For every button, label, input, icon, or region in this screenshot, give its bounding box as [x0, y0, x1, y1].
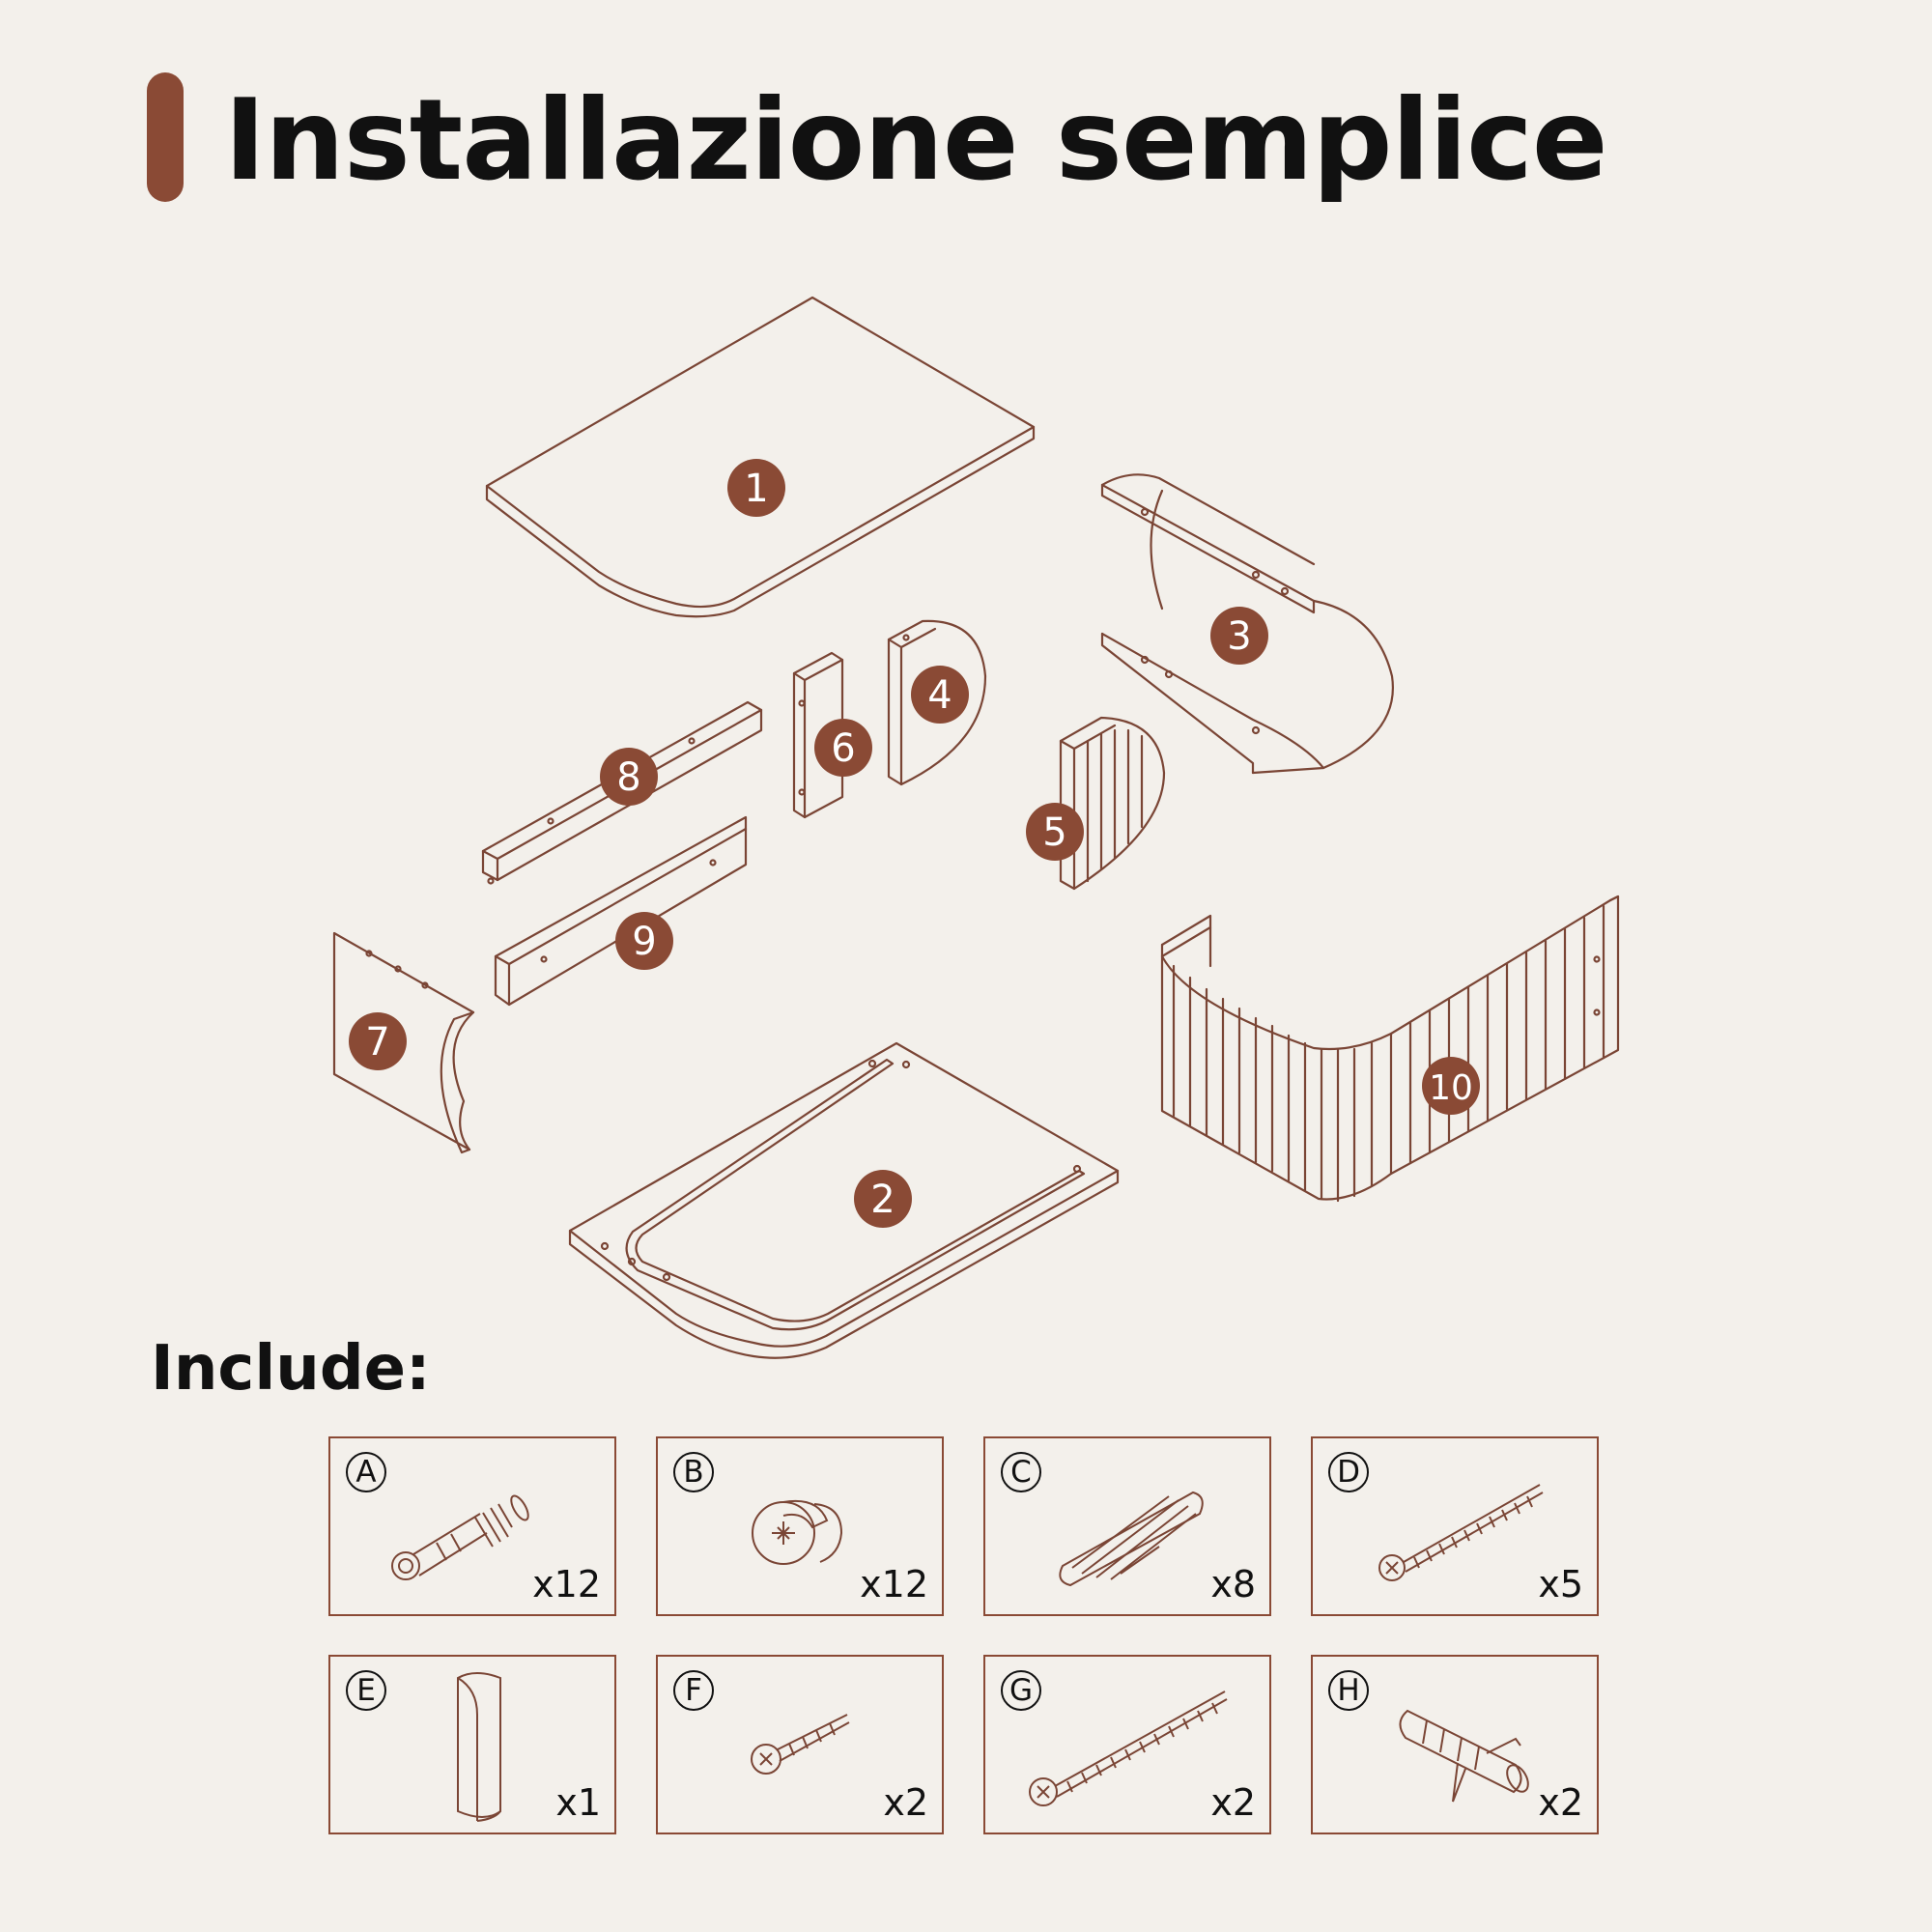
hardware-letter: C: [1001, 1452, 1041, 1492]
hardware-quantity: x2: [1210, 1781, 1256, 1824]
part-badge-8: 8: [600, 748, 658, 806]
part-2-bottom-panel: [568, 1041, 1120, 1359]
part-badge-4: 4: [911, 666, 969, 724]
part-5-fluted-half-round: [1059, 716, 1166, 891]
hardware-quantity: x5: [1538, 1563, 1583, 1605]
part-7-side-panel: [332, 931, 475, 1154]
hardware-quantity: x12: [532, 1563, 601, 1605]
part-6-post: [792, 651, 844, 819]
hardware-letter: E: [346, 1670, 386, 1711]
screw-icon: [1378, 1484, 1544, 1581]
hardware-item-b: B x12: [656, 1436, 944, 1616]
svg-text:5: 5: [1042, 810, 1066, 855]
hardware-quantity: x8: [1210, 1563, 1256, 1605]
svg-text:9: 9: [632, 920, 656, 964]
svg-text:2: 2: [870, 1178, 895, 1222]
hardware-quantity: x2: [1538, 1781, 1583, 1824]
part-9-rail: [494, 815, 748, 1007]
long-screw-icon: [1029, 1690, 1228, 1806]
part-badge-2: 2: [854, 1170, 912, 1228]
hardware-item-f: F x2: [656, 1655, 944, 1834]
svg-text:3: 3: [1227, 614, 1251, 659]
hardware-letter: H: [1328, 1670, 1369, 1711]
hardware-item-d: D x5: [1311, 1436, 1599, 1616]
svg-text:6: 6: [831, 726, 855, 771]
hardware-heading: Include:: [151, 1333, 431, 1405]
hardware-item-e: E x1: [328, 1655, 616, 1834]
wood-dowel-icon: [1059, 1491, 1204, 1587]
part-1-top-panel: [485, 296, 1036, 618]
hardware-letter: A: [346, 1452, 386, 1492]
hardware-quantity: x12: [860, 1563, 928, 1605]
short-screw-icon: [751, 1714, 850, 1775]
svg-text:4: 4: [927, 673, 952, 718]
svg-text:10: 10: [1429, 1068, 1473, 1108]
part-3-curved-panel: [1100, 473, 1394, 775]
wall-anchor-icon: [1399, 1709, 1529, 1803]
svg-text:8: 8: [616, 755, 640, 800]
hardware-item-h: H x2: [1311, 1655, 1599, 1834]
title-accent-bar: [147, 72, 184, 202]
cam-lock-icon: [752, 1499, 843, 1565]
part-badge-10: 10: [1422, 1057, 1480, 1115]
hardware-letter: B: [673, 1452, 714, 1492]
part-badge-7: 7: [349, 1012, 407, 1070]
hardware-letter: D: [1328, 1452, 1369, 1492]
part-badge-6: 6: [814, 719, 872, 777]
page-title: Installazione semplice: [224, 75, 1608, 206]
part-10-fluted-front: [1160, 895, 1620, 1203]
hardware-quantity: x2: [883, 1781, 928, 1824]
part-badge-3: 3: [1210, 607, 1268, 665]
part-4-half-round: [887, 619, 987, 786]
part-badge-5: 5: [1026, 803, 1084, 861]
part-badge-9: 9: [615, 912, 673, 970]
hardware-item-c: C x8: [983, 1436, 1271, 1616]
cam-bolt-icon: [391, 1494, 529, 1580]
part-badge-1: 1: [727, 459, 785, 517]
part-8-rail: [481, 700, 763, 885]
hardware-letter: G: [1001, 1670, 1041, 1711]
handle-icon: [457, 1672, 501, 1822]
svg-text:7: 7: [365, 1020, 389, 1065]
svg-text:1: 1: [744, 467, 768, 511]
hardware-letter: F: [673, 1670, 714, 1711]
hardware-quantity: x1: [555, 1781, 601, 1824]
hardware-item-a: A x12: [328, 1436, 616, 1616]
hardware-item-g: G x2: [983, 1655, 1271, 1834]
